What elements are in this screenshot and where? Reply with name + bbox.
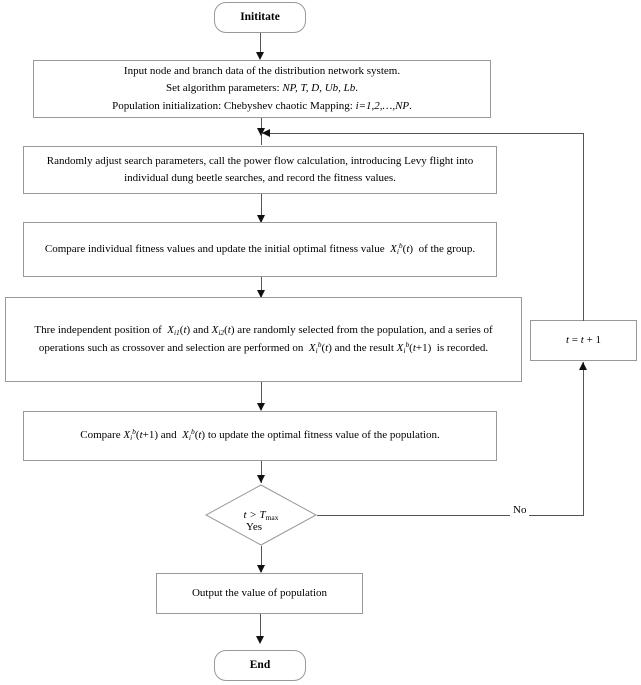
compare-update-text: Compare Xib(t+1) and Xib(t) to update th… bbox=[30, 427, 490, 444]
crossover-l1-math2: Xi2(t) bbox=[211, 324, 235, 338]
edge-decision-yes bbox=[261, 546, 262, 572]
edge-label-no: No bbox=[510, 504, 530, 516]
arrow-update-to-decision bbox=[257, 475, 265, 483]
edge-compare-to-crossover bbox=[261, 277, 262, 298]
crossover-l2-b: and the result bbox=[334, 341, 394, 354]
input-line-2-prefix: Set algorithm parameters: bbox=[165, 82, 283, 95]
input-line-2-suffix: . bbox=[355, 82, 359, 95]
search-line-2: individual dung beetle searches, and rec… bbox=[124, 172, 396, 184]
input-line-2-params: NP, T, D, Ub, Lb bbox=[282, 82, 356, 95]
compare-initial-math: Xib(t) bbox=[390, 241, 414, 257]
arrow-output-to-end bbox=[256, 636, 264, 644]
search-line-1: Randomly adjust search parameters, call … bbox=[46, 154, 474, 167]
compare-initial-before: Compare individual fitness values and up… bbox=[44, 242, 385, 255]
crossover-line-1: Thre independent position of Xi1(t) and … bbox=[12, 322, 515, 339]
node-end-label: End bbox=[249, 658, 271, 671]
compare-update-c: to update the optimal fitness value of t… bbox=[207, 429, 440, 442]
input-line-3-suffix: . bbox=[409, 99, 412, 112]
edge-increment-up bbox=[583, 133, 584, 321]
edge-label-yes: Yes bbox=[243, 521, 266, 533]
crossover-l1-c: are randomly selected from the populatio… bbox=[237, 324, 493, 337]
compare-update-a: Compare bbox=[80, 429, 121, 442]
node-end: End bbox=[214, 650, 306, 681]
node-compare-initial-fitness: Compare individual fitness values and up… bbox=[23, 222, 497, 277]
output-label: Output the value of population bbox=[191, 586, 328, 599]
input-line-3-index: i=1,2,…,NP bbox=[355, 99, 410, 112]
arrow-search-to-compare bbox=[257, 215, 265, 223]
node-increment-counter: t = t + 1 bbox=[530, 320, 637, 361]
compare-update-math1: Xib(t+1) bbox=[123, 427, 158, 443]
edge-no-vertical-up bbox=[583, 362, 584, 516]
edge-feedback-horizontal bbox=[261, 133, 584, 134]
compare-update-b: and bbox=[160, 429, 177, 442]
crossover-line-2: operations such as crossover and selecti… bbox=[12, 340, 515, 357]
crossover-l2-math2: Xib(t+1) bbox=[396, 339, 432, 355]
crossover-l1-b: and bbox=[192, 324, 209, 337]
input-line-3-prefix: Population initialization: Chebyshev cha… bbox=[112, 99, 356, 112]
compare-update-math2: Xib(t) bbox=[182, 427, 206, 443]
node-output-population: Output the value of population bbox=[156, 573, 363, 614]
edge-search-to-compare bbox=[261, 194, 262, 222]
crossover-l2-c: is recorded. bbox=[436, 341, 489, 354]
node-start-label: Inititate bbox=[240, 10, 280, 23]
crossover-l1-math1: Xi1(t) bbox=[167, 324, 191, 338]
decision-condition-label: t > Tmax bbox=[243, 509, 279, 523]
increment-label: t = t + 1 bbox=[565, 333, 602, 346]
crossover-l2-a: operations such as crossover and selecti… bbox=[38, 341, 304, 354]
crossover-l2-math1: Xib(t) bbox=[308, 339, 332, 355]
arrow-input-to-search bbox=[257, 128, 265, 136]
input-line-2: Set algorithm parameters: NP, T, D, Ub, … bbox=[40, 80, 484, 97]
edge-output-to-end bbox=[260, 614, 261, 642]
compare-initial-text: Compare individual fitness values and up… bbox=[30, 241, 490, 258]
node-start: Inititate bbox=[214, 2, 306, 33]
node-input-parameters: Input node and branch data of the distri… bbox=[33, 60, 491, 118]
arrow-start-to-input bbox=[256, 52, 264, 60]
edge-decision-no-horizontal bbox=[317, 515, 583, 516]
node-crossover-selection: Thre independent position of Xi1(t) and … bbox=[5, 297, 522, 382]
diamond-shape bbox=[205, 484, 317, 546]
node-decision-max-iterations: t > Tmax bbox=[205, 484, 317, 546]
node-random-search: Randomly adjust search parameters, call … bbox=[23, 146, 497, 194]
arrow-no-to-increment bbox=[579, 362, 587, 370]
compare-initial-after: of the group. bbox=[418, 242, 476, 255]
edge-start-to-input bbox=[260, 33, 261, 58]
arrow-compare-to-crossover bbox=[257, 290, 265, 298]
node-compare-update-population: Compare Xib(t+1) and Xib(t) to update th… bbox=[23, 411, 497, 461]
input-line-1: Input node and branch data of the distri… bbox=[123, 65, 401, 78]
input-line-3: Population initialization: Chebyshev cha… bbox=[40, 98, 484, 115]
arrow-decision-to-output bbox=[257, 565, 265, 573]
edge-update-to-decision bbox=[261, 461, 262, 483]
edge-crossover-to-update bbox=[261, 382, 262, 410]
arrow-feedback-to-main bbox=[262, 129, 270, 137]
arrow-crossover-to-update bbox=[257, 403, 265, 411]
crossover-l1-a: Thre independent position of bbox=[34, 324, 162, 337]
